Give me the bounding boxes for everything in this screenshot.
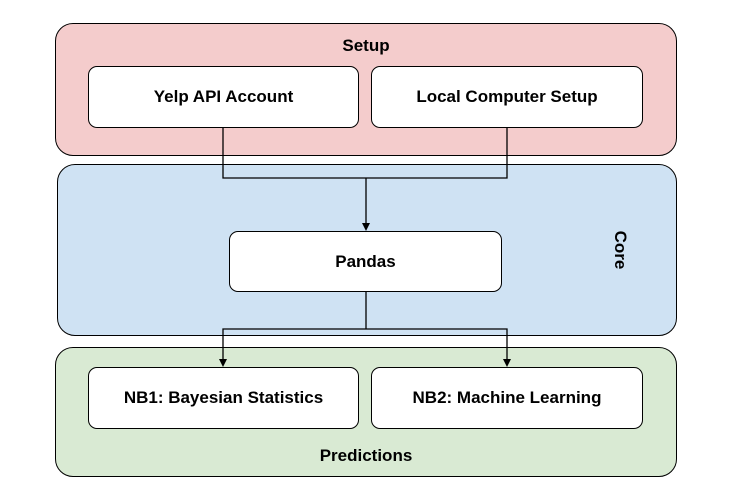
core-group-title: Core bbox=[611, 230, 630, 270]
node-pandas: Pandas bbox=[229, 231, 502, 292]
predictions-group-title: Predictions bbox=[319, 446, 413, 465]
setup-group-title: Setup bbox=[342, 36, 390, 55]
node-local-computer-setup: Local Computer Setup bbox=[371, 66, 643, 128]
node-nb1-bayesian-statistics: NB1: Bayesian Statistics bbox=[88, 367, 359, 429]
node-nb2-machine-learning: NB2: Machine Learning bbox=[371, 367, 643, 429]
node-yelp-api-account: Yelp API Account bbox=[88, 66, 359, 128]
